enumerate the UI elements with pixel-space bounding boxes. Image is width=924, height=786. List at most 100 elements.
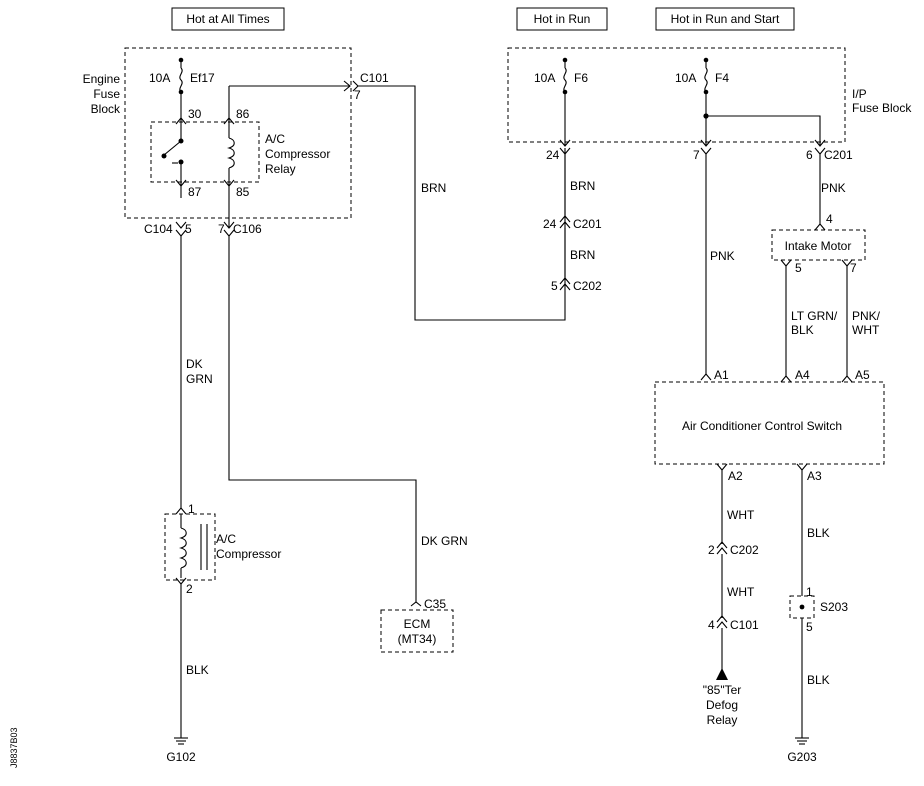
c101-top-connector [343, 80, 351, 92]
relay-switch-arm [163, 140, 182, 156]
s203-pin-5: 5 [806, 620, 813, 634]
fuse-f6-name: F6 [574, 71, 588, 85]
fuse-ef17-icon [179, 67, 183, 93]
c202-mid-pin: 5 [551, 279, 558, 293]
c104-pin: 5 [185, 222, 192, 236]
ground-g102-label: G102 [166, 750, 196, 764]
c202-mid-connector [559, 277, 571, 285]
ac-switch-pin-a4: A4 [795, 368, 810, 382]
c104-label: C104 [144, 222, 173, 236]
relay-pin-87: 87 [188, 185, 202, 199]
ecm-label-1: ECM [404, 617, 431, 631]
engine-fuse-block-label-3: Block [91, 102, 121, 116]
ground-g203-label: G203 [787, 750, 817, 764]
fuse-f6-icon [563, 67, 567, 93]
c202-low-connector [716, 541, 728, 549]
c101-low-pin: 4 [708, 618, 715, 632]
fuse-f4-rating: 10A [675, 71, 696, 85]
header-hot-at-all-times: Hot at All Times [171, 7, 285, 31]
header-hot-in-run: Hot in Run [516, 7, 608, 31]
relay-coil-icon [227, 137, 235, 169]
document-id: J8837B03 [9, 727, 19, 768]
wire-pnk-wht-label-2: WHT [852, 323, 880, 337]
c35-label: C35 [424, 597, 446, 611]
fuse-ef17-rating: 10A [149, 71, 170, 85]
header-hot-in-run-label: Hot in Run [534, 12, 591, 26]
wire-lt-grn-blk-label-2: BLK [791, 323, 814, 337]
fuse-f4-name: F4 [715, 71, 729, 85]
c106-label: C106 [233, 222, 262, 236]
ecm-outline [380, 609, 454, 653]
c201-pin-7: 7 [693, 148, 700, 162]
wire-brn-long-label: BRN [421, 181, 446, 195]
wire-wht-2-label: WHT [727, 585, 755, 599]
defog-relay-label-2: Defog [706, 698, 738, 712]
ac-switch-pin-a1: A1 [714, 368, 729, 382]
intake-motor-outline [771, 229, 866, 261]
fuse-ef17-name: Ef17 [190, 71, 215, 85]
wire-dk-grn-ecm [228, 236, 417, 602]
header-hot-in-run-and-start-label: Hot in Run and Start [671, 12, 780, 26]
engine-fuse-block-label-1: Engine [83, 72, 121, 86]
intake-motor-pin-7: 7 [850, 261, 857, 275]
wire-pnk-top-label: PNK [821, 181, 846, 195]
relay-pin-30: 30 [188, 107, 202, 121]
defog-relay-label-3: Relay [707, 713, 738, 727]
compressor-label-2: Compressor [216, 547, 281, 561]
fuse-f6-rating: 10A [534, 71, 555, 85]
ground-g102-icon [174, 737, 188, 745]
relay-label-2: Compressor [265, 147, 330, 161]
wire-dk-grn-ecm-label: DK GRN [421, 534, 468, 548]
c101-low-label: C101 [730, 618, 759, 632]
ac-switch-pin-a2: A2 [728, 469, 743, 483]
wire-wht-1-label: WHT [727, 508, 755, 522]
compressor-outline [164, 513, 216, 581]
engine-fuse-block-outline [124, 47, 352, 219]
wire-brn-long [358, 85, 566, 321]
compressor-pin-1: 1 [188, 502, 195, 516]
ecm-label-2: (MT34) [398, 632, 437, 646]
c201-pin-6: 6 [806, 148, 813, 162]
compressor-pin-2: 2 [186, 582, 193, 596]
c106-pin: 7 [218, 222, 225, 236]
c202-low-label: C202 [730, 543, 759, 557]
header-hot-at-all-times-label: Hot at All Times [186, 12, 269, 26]
ip-fuse-block-label-1: I/P [852, 87, 867, 101]
c101-top-pin: 7 [354, 88, 361, 102]
intake-motor-label: Intake Motor [785, 239, 852, 253]
c201-top-label: C201 [824, 148, 853, 162]
c101-low-connector [716, 615, 728, 623]
c202-mid-label: C202 [573, 279, 602, 293]
wire-brn-2-label: BRN [570, 248, 595, 262]
intake-motor-pin-4: 4 [826, 212, 833, 226]
fuse-f4-icon [704, 67, 708, 93]
wire-pnk-a1-label: PNK [710, 249, 735, 263]
engine-fuse-block-label-2: Fuse [93, 87, 120, 101]
ac-control-switch-label: Air Conditioner Control Switch [682, 419, 842, 433]
c201-mid-label: C201 [573, 217, 602, 231]
fuse-ef17-terminal-bottom [178, 89, 184, 95]
header-hot-in-run-and-start: Hot in Run and Start [655, 7, 795, 31]
relay-label-1: A/C [265, 132, 285, 146]
ac-switch-pin-a5: A5 [855, 368, 870, 382]
c101-top-label: C101 [360, 71, 389, 85]
ip-fuse-block-label-2: Fuse Block [852, 101, 912, 115]
relay-pin-86: 86 [236, 107, 250, 121]
ac-switch-pin-a3: A3 [807, 469, 822, 483]
splice-s203-label: S203 [820, 600, 848, 614]
ac-control-switch-outline [654, 381, 885, 465]
c202-low-pin: 2 [708, 543, 715, 557]
wire-blk-a3-label: BLK [807, 526, 830, 540]
compressor-coil-icon [179, 527, 187, 569]
wire-pnk-wht-label-1: PNK/ [852, 309, 881, 323]
compressor-label-1: A/C [216, 532, 236, 546]
c201-mid-connector [559, 215, 571, 223]
wire-blk-g102-label: BLK [186, 663, 209, 677]
wire-brn-1-label: BRN [570, 179, 595, 193]
s203-pin-1: 1 [806, 585, 813, 599]
wire-dk-grn-label-2: GRN [186, 372, 213, 386]
defog-relay-label-1: "85"Ter [703, 683, 742, 697]
ground-g203-icon [795, 737, 809, 745]
intake-motor-pin-5: 5 [795, 261, 802, 275]
